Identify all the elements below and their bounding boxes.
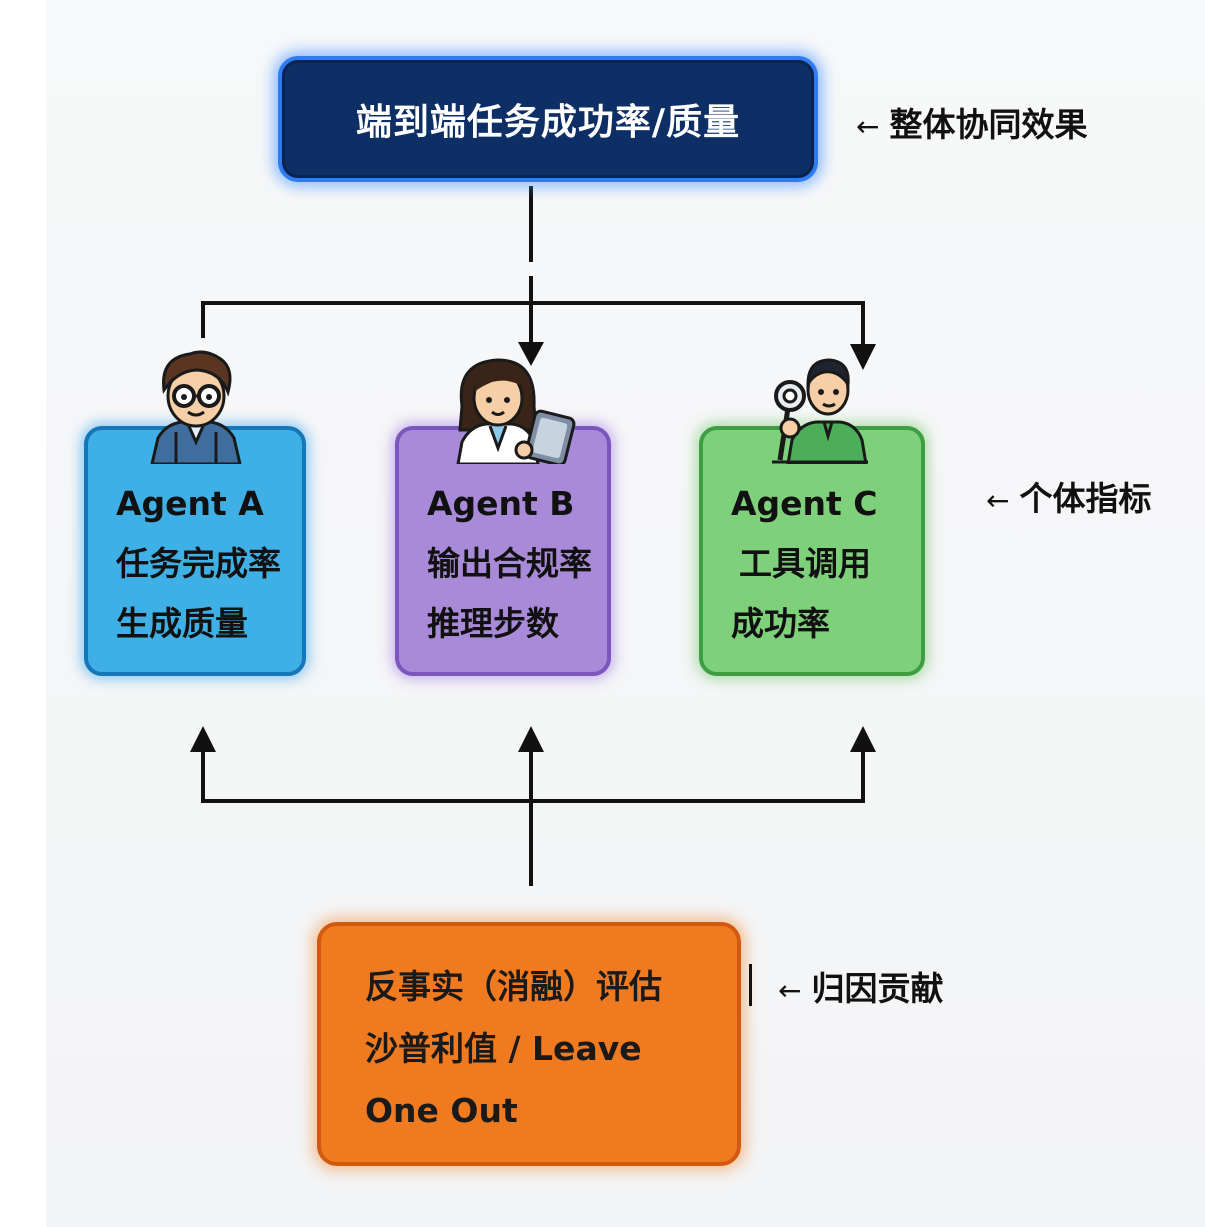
counterfactual-ablation-line: 反事实（消融）评估 bbox=[365, 967, 662, 1006]
attribution-method-node: 反事实（消融）评估 沙普利值 / Leave One Out bbox=[317, 922, 741, 1166]
woman-with-tablet-icon bbox=[456, 358, 576, 464]
shapley-leave-line: 沙普利值 / Leave bbox=[365, 1029, 642, 1068]
arrow-to-agent-c bbox=[850, 344, 876, 370]
attribution-contribution-label: 归因贡献 bbox=[811, 969, 944, 1008]
arrow-up-agent-c bbox=[850, 726, 876, 752]
overall-effect-label: 整体协同效果 bbox=[889, 105, 1088, 144]
agent-b-name: Agent B bbox=[427, 484, 575, 523]
overall-effect-note: ← 整体协同效果 bbox=[856, 98, 1087, 146]
agent-a-metric-2: 生成质量 bbox=[116, 604, 248, 643]
person-with-magnifier-icon bbox=[772, 358, 868, 464]
arrow-to-agent-b bbox=[518, 342, 544, 366]
agent-a-metric-1: 任务完成率 bbox=[116, 544, 281, 583]
individual-metrics-note: ← 个体指标 bbox=[986, 472, 1151, 520]
arrow-up-agent-b bbox=[518, 726, 544, 752]
agent-b-metric-1: 输出合规率 bbox=[427, 544, 592, 583]
agent-c-card: Agent C 工具调用 成功率 bbox=[699, 426, 925, 676]
agent-c-name: Agent C bbox=[731, 484, 878, 523]
one-out-line: One Out bbox=[365, 1091, 518, 1130]
agent-b-card: Agent B 输出合规率 推理步数 bbox=[395, 426, 611, 676]
agent-b-metric-2: 推理步数 bbox=[427, 604, 559, 643]
agent-c-metric-1: 工具调用 bbox=[739, 544, 871, 583]
agent-a-card: Agent A 任务完成率 生成质量 bbox=[84, 426, 306, 676]
left-arrow-icon: ← bbox=[986, 484, 1010, 517]
agent-a-name: Agent A bbox=[116, 484, 264, 523]
end-to-end-title: 端到端任务成功率/质量 bbox=[355, 102, 741, 143]
left-arrow-icon: ← bbox=[856, 110, 880, 143]
left-arrow-icon: ← bbox=[778, 974, 802, 1007]
agent-c-metric-2: 成功率 bbox=[731, 604, 830, 643]
person-with-glasses-icon bbox=[150, 350, 242, 464]
margin-strip bbox=[0, 0, 46, 1227]
end-to-end-success-node: 端到端任务成功率/质量 bbox=[278, 56, 818, 182]
arrow-up-agent-a bbox=[190, 726, 216, 752]
attribution-contribution-note: ← 归因贡献 bbox=[778, 962, 943, 1010]
separator-mark bbox=[749, 964, 752, 1006]
individual-metrics-label: 个体指标 bbox=[1019, 479, 1152, 518]
